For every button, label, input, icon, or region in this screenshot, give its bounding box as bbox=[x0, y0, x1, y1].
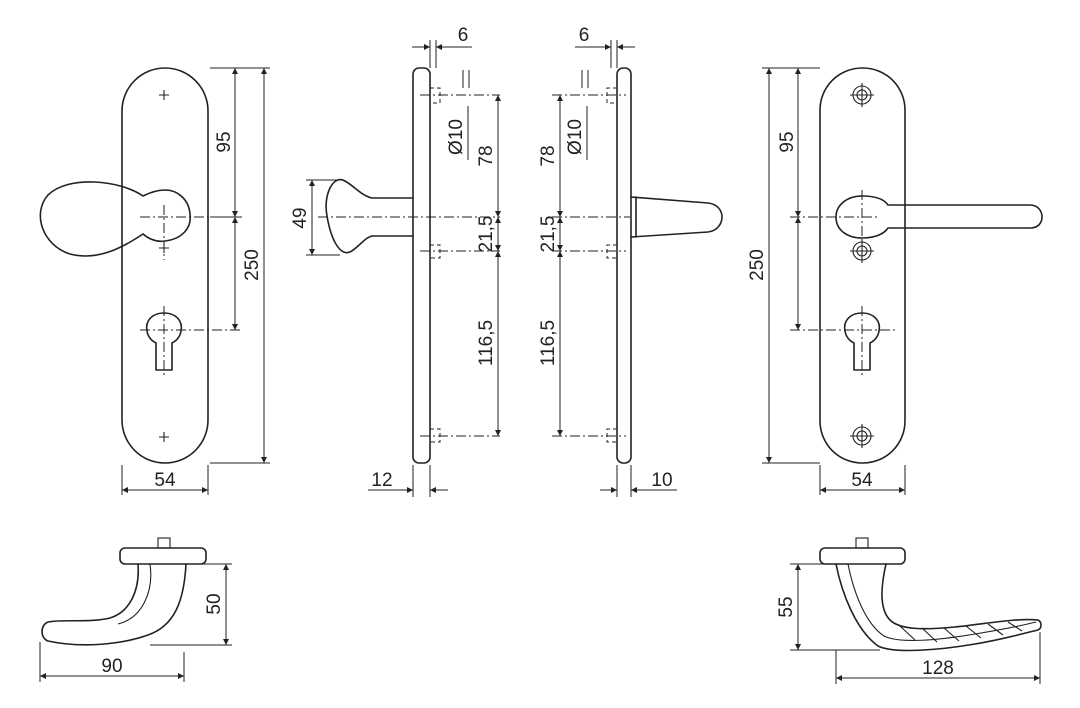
dim-front-left-250: 250 bbox=[242, 249, 263, 281]
dim-side-left-6: 6 bbox=[458, 25, 469, 46]
dim-side-right-78: 78 bbox=[538, 145, 559, 166]
side-view-knob: 6 Ø10 78 21,5 116,5 49 12 bbox=[290, 25, 501, 497]
dim-side-right-21-5: 21,5 bbox=[538, 216, 559, 253]
dim-side-left-78: 78 bbox=[476, 145, 497, 166]
screw-bottom bbox=[850, 424, 874, 448]
dim-side-left-21-5: 21,5 bbox=[476, 216, 497, 253]
front-view-knob-plate: 95 250 54 bbox=[39, 67, 270, 495]
dim-side-left-hole: Ø10 bbox=[446, 119, 467, 155]
dim-front-right-95: 95 bbox=[777, 131, 798, 152]
dim-top-left-90: 90 bbox=[101, 656, 122, 677]
side-view-lever: 6 Ø10 78 21,5 116,5 10 bbox=[538, 25, 723, 497]
dim-top-left-50: 50 bbox=[204, 593, 225, 614]
screw-middle bbox=[850, 239, 874, 263]
dim-front-right-250: 250 bbox=[747, 249, 768, 281]
dim-top-right-55: 55 bbox=[776, 596, 797, 617]
dim-front-left-95: 95 bbox=[214, 131, 235, 152]
screw-top bbox=[850, 83, 874, 107]
dim-side-left-49: 49 bbox=[290, 207, 311, 228]
dim-side-right-6: 6 bbox=[579, 25, 590, 46]
top-view-knob: 50 90 bbox=[39, 537, 232, 682]
front-view-lever-plate: 95 250 54 bbox=[747, 67, 1043, 495]
dim-side-right-10: 10 bbox=[651, 470, 672, 491]
dim-side-right-116-5: 116,5 bbox=[538, 320, 559, 366]
dim-side-left-116-5: 116,5 bbox=[476, 320, 497, 366]
dim-top-right-128: 128 bbox=[922, 658, 954, 679]
dim-side-left-12: 12 bbox=[371, 470, 392, 491]
dim-side-right-hole: Ø10 bbox=[565, 119, 586, 155]
dim-front-right-54: 54 bbox=[851, 470, 873, 491]
dim-front-left-54: 54 bbox=[154, 470, 176, 491]
top-view-lever: 55 128 bbox=[776, 537, 1042, 684]
